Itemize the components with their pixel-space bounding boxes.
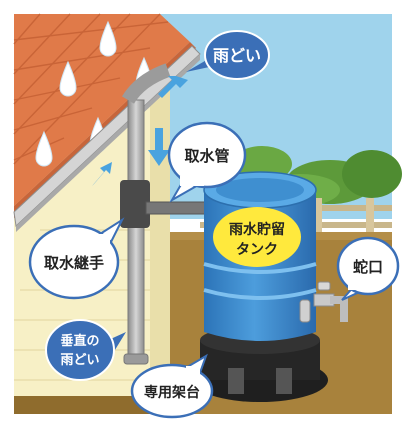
callout-tank: 雨水貯留 タンク: [213, 207, 301, 267]
intake-joint: [120, 180, 150, 228]
intake-hose: [145, 201, 209, 215]
callout-faucet: 蛇口: [336, 236, 400, 301]
label-faucet: 蛇口: [353, 258, 383, 276]
arrow-icon: [92, 76, 188, 186]
callout-gutter: 雨どい: [186, 30, 270, 80]
label-intake-pipe: 取水管: [184, 147, 229, 165]
callout-intake-pipe: 取水管: [167, 121, 247, 203]
label-tank-line2: タンク: [236, 242, 278, 258]
label-joint: 取水継手: [44, 254, 104, 272]
callout-stand: 専用架台: [130, 353, 214, 419]
label-downpipe-line2: 雨どい: [60, 353, 99, 368]
label-downpipe-line1: 垂直の: [60, 333, 99, 349]
callout-downpipe: 垂直の 雨どい: [45, 319, 126, 381]
label-tank-line1: 雨水貯留: [229, 221, 285, 238]
callout-joint: 取水継手: [28, 217, 125, 300]
downpipe: [121, 63, 171, 365]
label-gutter: 雨どい: [213, 46, 261, 65]
label-stand: 専用架台: [144, 384, 200, 401]
